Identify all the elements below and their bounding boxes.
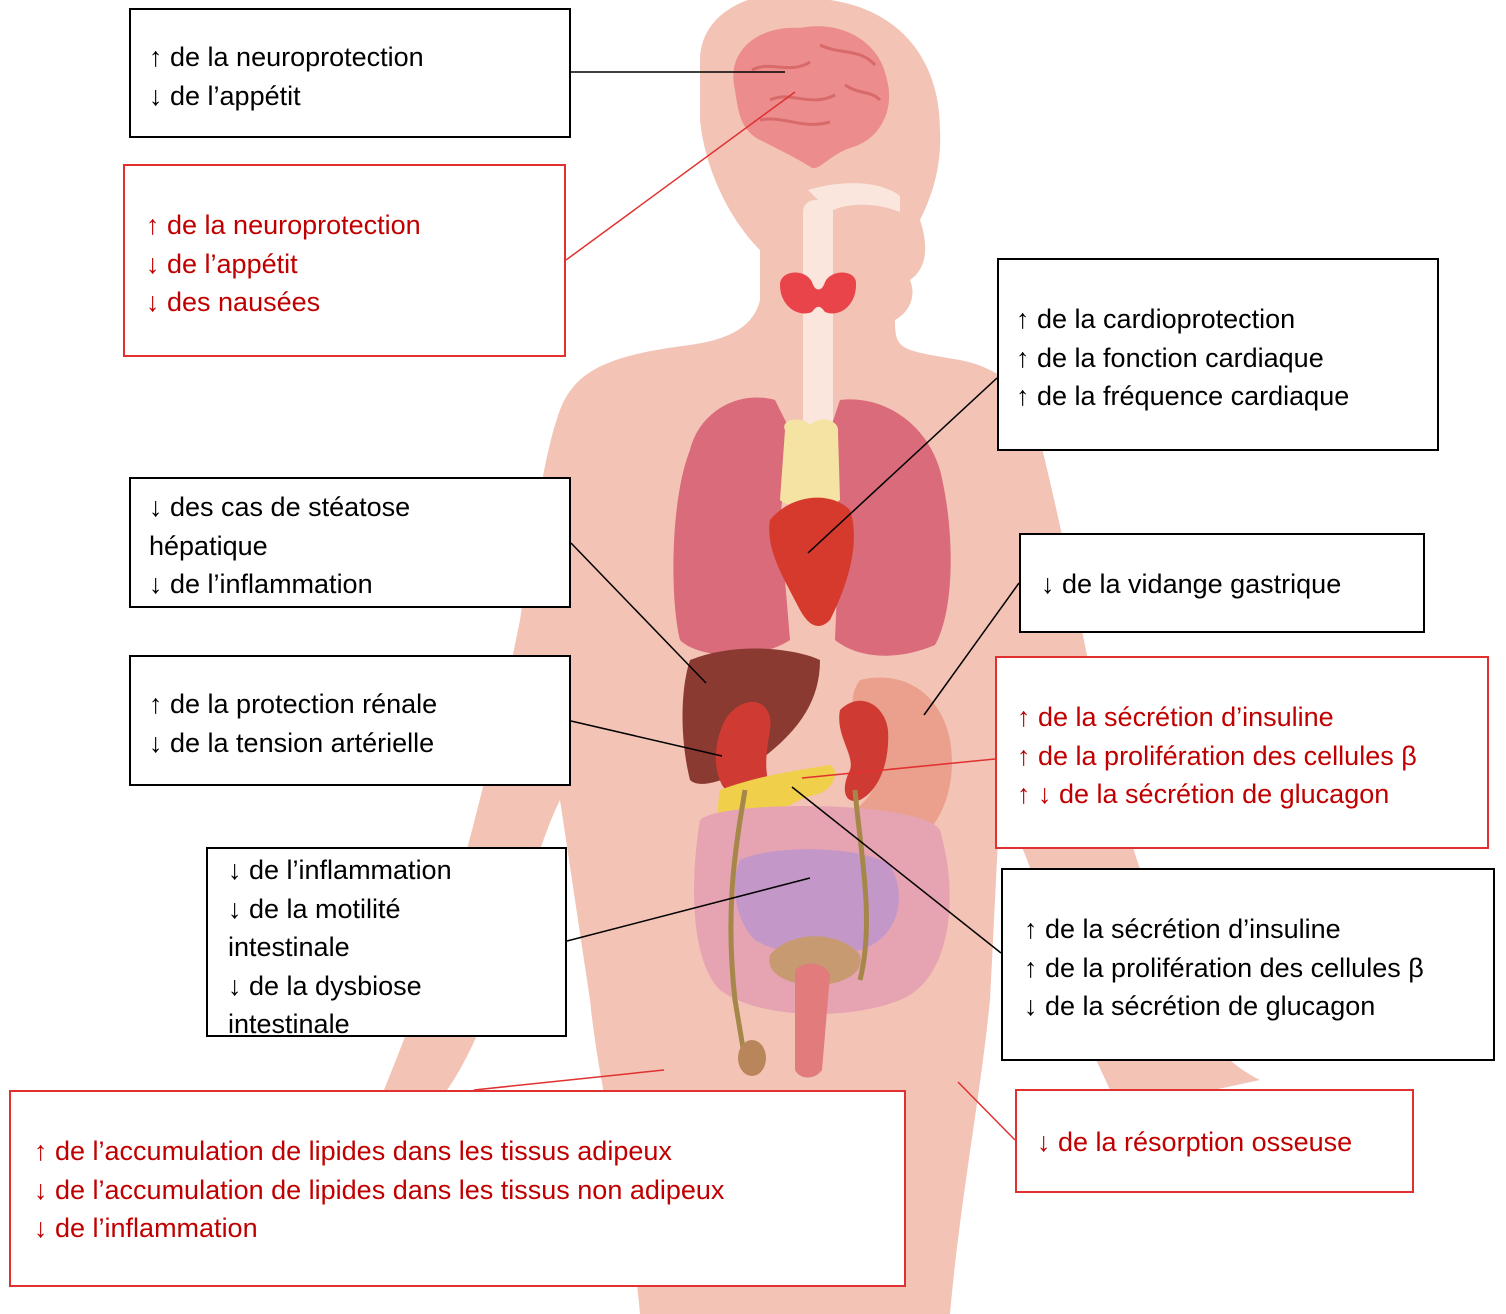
box-line: ↓ de la vidange gastrique xyxy=(1041,565,1423,604)
heart-effects-box: ↑ de la cardioprotection ↑ de la fonctio… xyxy=(997,258,1439,451)
box-line: ↓ de la résorption osseuse xyxy=(1037,1123,1412,1162)
thymus-shape xyxy=(780,420,840,508)
stomach-effects-box: ↓ de la vidange gastrique xyxy=(1019,533,1425,633)
box-line: ↑ de la prolifération des cellules β xyxy=(1024,949,1493,988)
box-line: ↓ de la sécrétion de glucagon xyxy=(1024,987,1493,1026)
box-line: ↓ de l’accumulation de lipides dans les … xyxy=(34,1171,904,1210)
box-line: ↓ des nausées xyxy=(146,283,564,322)
box-line: ↑ de la fréquence cardiaque xyxy=(1016,377,1437,416)
box-line: ↓ de l’appétit xyxy=(146,245,564,284)
pancreas-effects-red-box: ↑ de la sécrétion d’insuline ↑ de la pro… xyxy=(995,656,1489,849)
box-line: ↓ de l’inflammation xyxy=(34,1209,904,1248)
box-line: ↑ ↓ de la sécrétion de glucagon xyxy=(1017,775,1487,814)
box-line: ↑ de la fonction cardiaque xyxy=(1016,339,1437,378)
adipose-effects-box: ↑ de l’accumulation de lipides dans les … xyxy=(9,1090,906,1287)
box-line: ↓ de la dysbiose intestinale xyxy=(228,967,468,1044)
box-line: ↓ de l’inflammation xyxy=(149,565,559,604)
brain-effects-red-box: ↑ de la neuroprotection ↓ de l’appétit ↓… xyxy=(123,164,566,357)
box-line: ↓ de l’appétit xyxy=(149,77,569,116)
box-line: ↓ de la tension artérielle xyxy=(149,724,569,763)
box-line: ↑ de la prolifération des cellules β xyxy=(1017,737,1487,776)
box-line: ↓ de l’inflammation xyxy=(228,851,557,890)
box-line: ↑ de la neuroprotection xyxy=(146,206,564,245)
box-line: ↑ de la neuroprotection xyxy=(149,38,569,77)
box-line: ↑ de la protection rénale xyxy=(149,685,569,724)
box-line: ↑ de la cardioprotection xyxy=(1016,300,1437,339)
trachea-shape xyxy=(803,200,833,450)
testis-shape xyxy=(738,1040,766,1076)
box-line: ↑ de la sécrétion d’insuline xyxy=(1017,698,1487,737)
kidney-effects-box: ↑ de la protection rénale ↓ de la tensio… xyxy=(129,655,571,786)
box-line: ↓ des cas de stéatose hépatique xyxy=(149,488,449,565)
pancreas-effects-box: ↑ de la sécrétion d’insuline ↑ de la pro… xyxy=(1001,868,1495,1061)
liver-effects-box: ↓ des cas de stéatose hépatique ↓ de l’i… xyxy=(129,477,571,608)
bone-effects-box: ↓ de la résorption osseuse xyxy=(1015,1089,1414,1193)
box-line: ↑ de la sécrétion d’insuline xyxy=(1024,910,1493,949)
brain-effects-box: ↑ de la neuroprotection ↓ de l’appétit xyxy=(129,8,571,138)
box-line: ↑ de l’accumulation de lipides dans les … xyxy=(34,1132,904,1171)
intestine-effects-box: ↓ de l’inflammation ↓ de la motilité int… xyxy=(206,847,567,1037)
box-line: ↓ de la motilité intestinale xyxy=(228,890,468,967)
